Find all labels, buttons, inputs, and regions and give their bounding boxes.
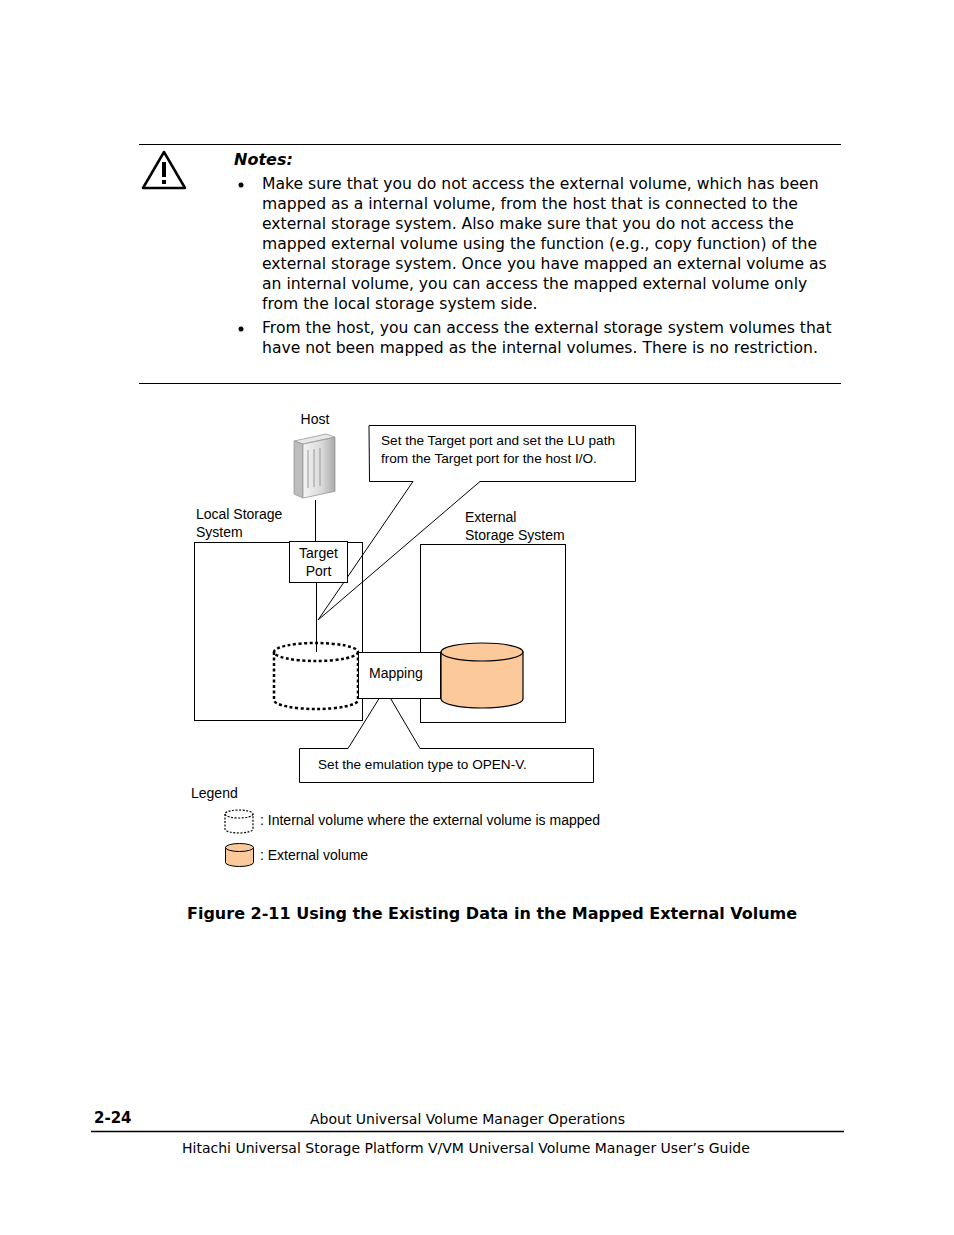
external-volume (441, 643, 523, 708)
storage-system-box: Local Storage SystemTarget Port (194, 542, 363, 721)
node-text: Target Port (290, 544, 347, 580)
note-text: From the host, you can access the extern… (262, 318, 843, 358)
callout-outline (318, 426, 636, 621)
node-text: Set the Target port and set the LU path … (381, 432, 628, 468)
legend-heading: Legend (191, 784, 238, 802)
bullet (239, 327, 244, 332)
chapter-title: About Universal Volume Manager Operation… (310, 1110, 625, 1128)
connection-line (316, 583, 317, 652)
port-box: Target Port (289, 541, 348, 583)
connector-line (315, 500, 316, 541)
callout-box: Set the Target port and set the LU path … (369, 425, 636, 482)
warning-icon (143, 152, 185, 188)
legend-swatch (224, 842, 255, 869)
legend-dashed-volume (225, 810, 253, 833)
bullet (239, 183, 244, 188)
storage-system-box: External Storage System (420, 544, 566, 723)
rule (139, 383, 841, 384)
node-text: External Storage System (465, 508, 567, 544)
page-number: 2-24 (94, 1109, 132, 1127)
note-text: Make sure that you do not access the ext… (262, 174, 843, 314)
node-text: Set the emulation type to OPEN-V. (318, 756, 586, 774)
node-text: Host (286, 410, 344, 428)
legend-text: : External volume (260, 846, 368, 864)
book-title: Hitachi Universal Storage Platform V/VM … (182, 1139, 750, 1157)
rule (91, 1131, 844, 1133)
legend-text: : Internal volume where the external vol… (260, 811, 600, 829)
callout-box: Set the emulation type to OPEN-V. (299, 748, 594, 783)
node-text: Mapping (369, 664, 440, 682)
notes-heading: Notes: (234, 150, 293, 170)
host: Host (286, 408, 344, 500)
server-icon (294, 434, 335, 498)
internal-volume (274, 643, 358, 709)
rule (139, 144, 841, 145)
node-text: Local Storage System (196, 505, 300, 541)
figure-caption: Figure 2-11 Using the Existing Data in t… (187, 904, 797, 924)
mapping-box: Mapping (358, 652, 441, 699)
